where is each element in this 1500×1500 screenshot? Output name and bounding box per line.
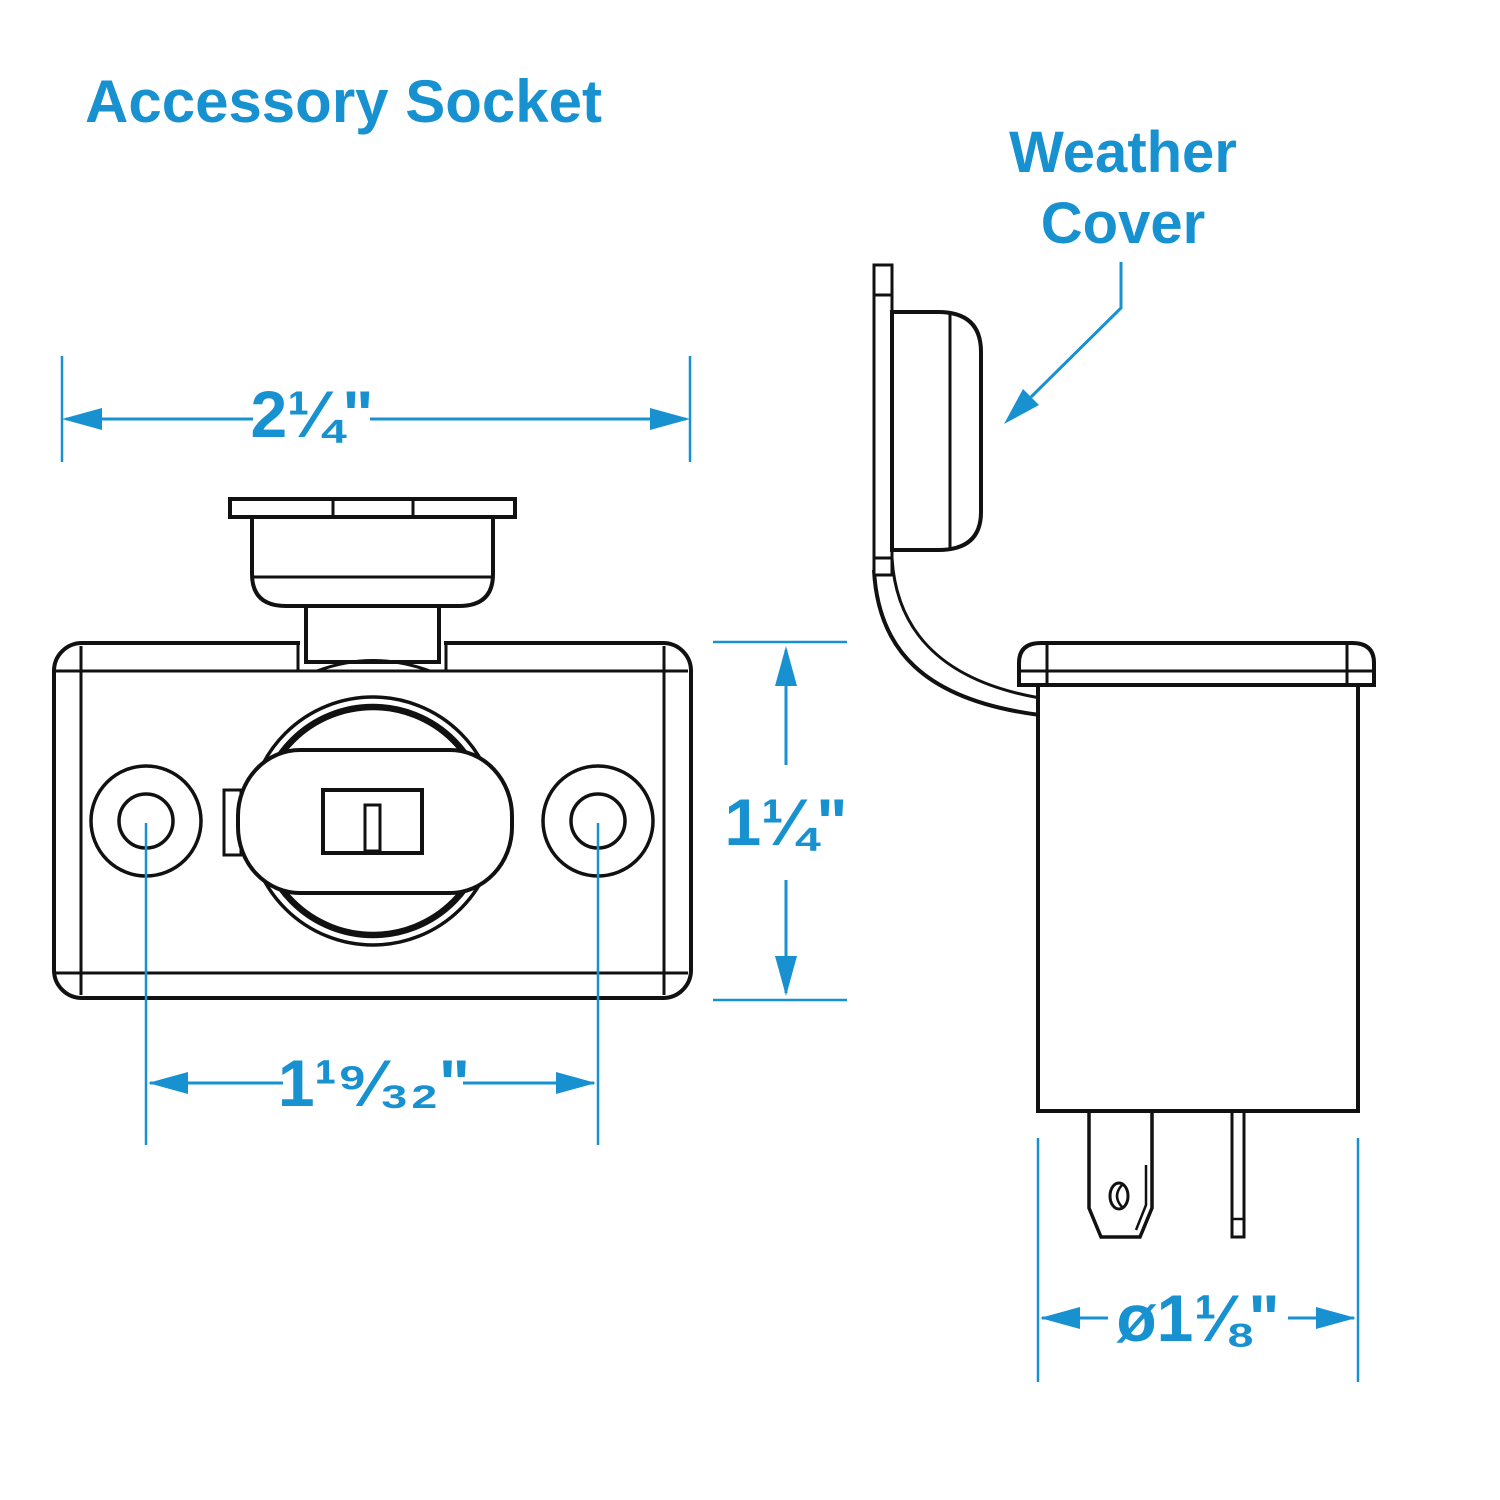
weather-cover-leader	[1004, 262, 1123, 424]
socket-contact-slot	[363, 803, 382, 853]
cover-strap-outer-curve	[872, 569, 1041, 717]
leader-line	[1029, 262, 1123, 399]
pin-terminal	[1230, 1111, 1246, 1239]
cap-top-bar	[228, 497, 517, 519]
socket-barrel-top-arc	[316, 659, 431, 673]
arrowhead-right-icon	[650, 408, 690, 430]
hole-spacing-value: 1¹⁹⁄₃₂"	[278, 1046, 470, 1120]
dimension-front-width	[60, 356, 692, 462]
dimension-body-diameter	[1036, 1138, 1360, 1382]
blade-terminal-hole-highlight	[1115, 1184, 1123, 1208]
weather-cover-strip	[872, 263, 894, 577]
cap-neck	[304, 604, 441, 664]
front-width-value: 2¼"	[250, 377, 373, 451]
side-view	[872, 263, 1376, 1239]
arrowhead-left-icon	[148, 1072, 188, 1094]
blade-terminal-edge-line	[1134, 1165, 1148, 1231]
arrowhead-right-icon	[1316, 1307, 1356, 1329]
dimension-hole-spacing	[144, 823, 600, 1145]
socket-flange-cap	[1017, 641, 1376, 687]
front-view	[52, 497, 693, 1000]
blade-terminal-hole	[1108, 1181, 1130, 1211]
cover-strap-inner-curve	[890, 557, 1041, 700]
front-height-value: 1¼"	[724, 785, 847, 859]
weather-cover-label-line1: Weather	[1009, 120, 1237, 185]
dimension-front-height	[713, 640, 847, 1002]
arrowhead-left-icon	[1040, 1307, 1080, 1329]
page-title: Accessory Socket	[85, 68, 602, 135]
dimension-annotations	[60, 262, 1360, 1382]
arrowhead-icon	[1004, 389, 1039, 424]
arrowhead-right-icon	[556, 1072, 596, 1094]
diagram-text: Accessory Socket Weather Cover 2¼" 1¼" 1…	[85, 68, 1280, 1355]
weather-cover-body	[890, 310, 983, 552]
blade-terminal	[1087, 1111, 1154, 1239]
weather-cover-label-line2: Cover	[1041, 191, 1205, 256]
arrowhead-left-icon	[62, 408, 102, 430]
cap-body	[250, 515, 495, 608]
body-diameter-value: ø1⅛"	[1116, 1281, 1279, 1355]
arrowhead-up-icon	[775, 646, 797, 686]
socket-body-side	[1036, 683, 1360, 1113]
arrowhead-down-icon	[775, 956, 797, 996]
